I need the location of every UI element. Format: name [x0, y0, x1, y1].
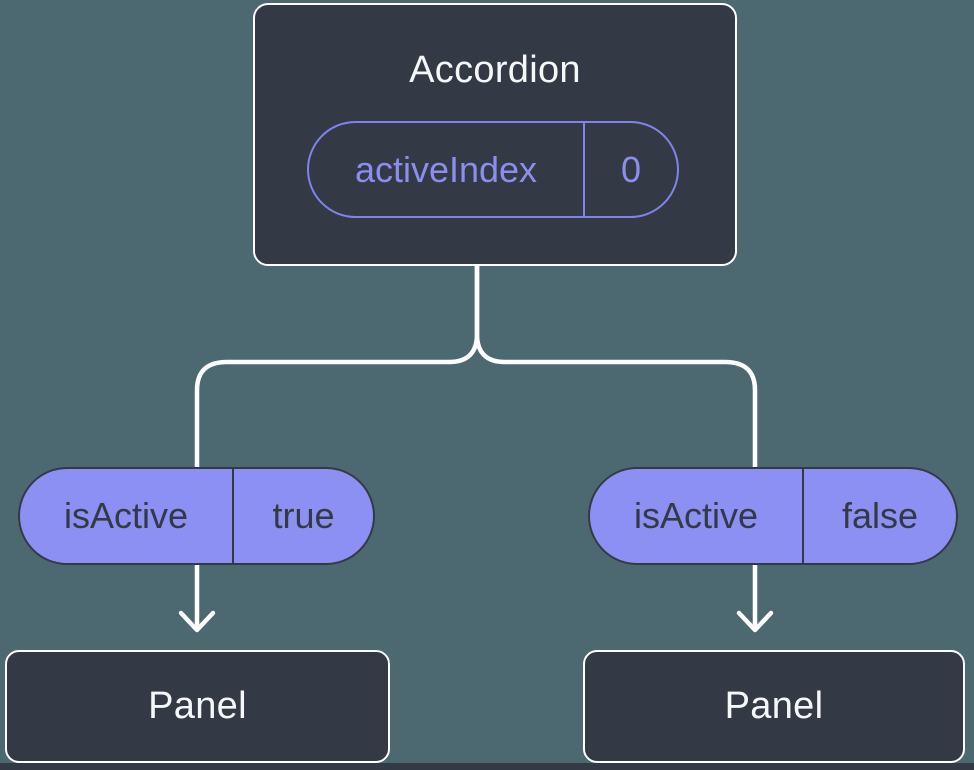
active-index-state-pill: activeIndex 0: [307, 121, 679, 218]
accordion-node-title: Accordion: [409, 49, 581, 91]
right-arrow-head-icon: [736, 610, 774, 633]
right-branch-line: [474, 261, 758, 629]
prop-value: true: [232, 469, 373, 563]
left-is-active-prop-pill: isActive true: [18, 467, 375, 565]
prop-value: false: [802, 469, 956, 563]
right-is-active-prop-pill: isActive false: [588, 467, 958, 565]
prop-name: isActive: [633, 495, 759, 536]
left-arrow-head-icon: [178, 610, 216, 633]
state-name: activeIndex: [354, 148, 538, 190]
state-value: 0: [583, 123, 677, 216]
left-panel-node: Panel: [5, 650, 390, 763]
left-branch-line: [194, 261, 480, 629]
prop-name: isActive: [63, 495, 189, 536]
right-panel-node: Panel: [583, 650, 965, 763]
bottom-edge-strip: [0, 763, 974, 770]
accordion-node: Accordion activeIndex 0: [253, 3, 737, 266]
